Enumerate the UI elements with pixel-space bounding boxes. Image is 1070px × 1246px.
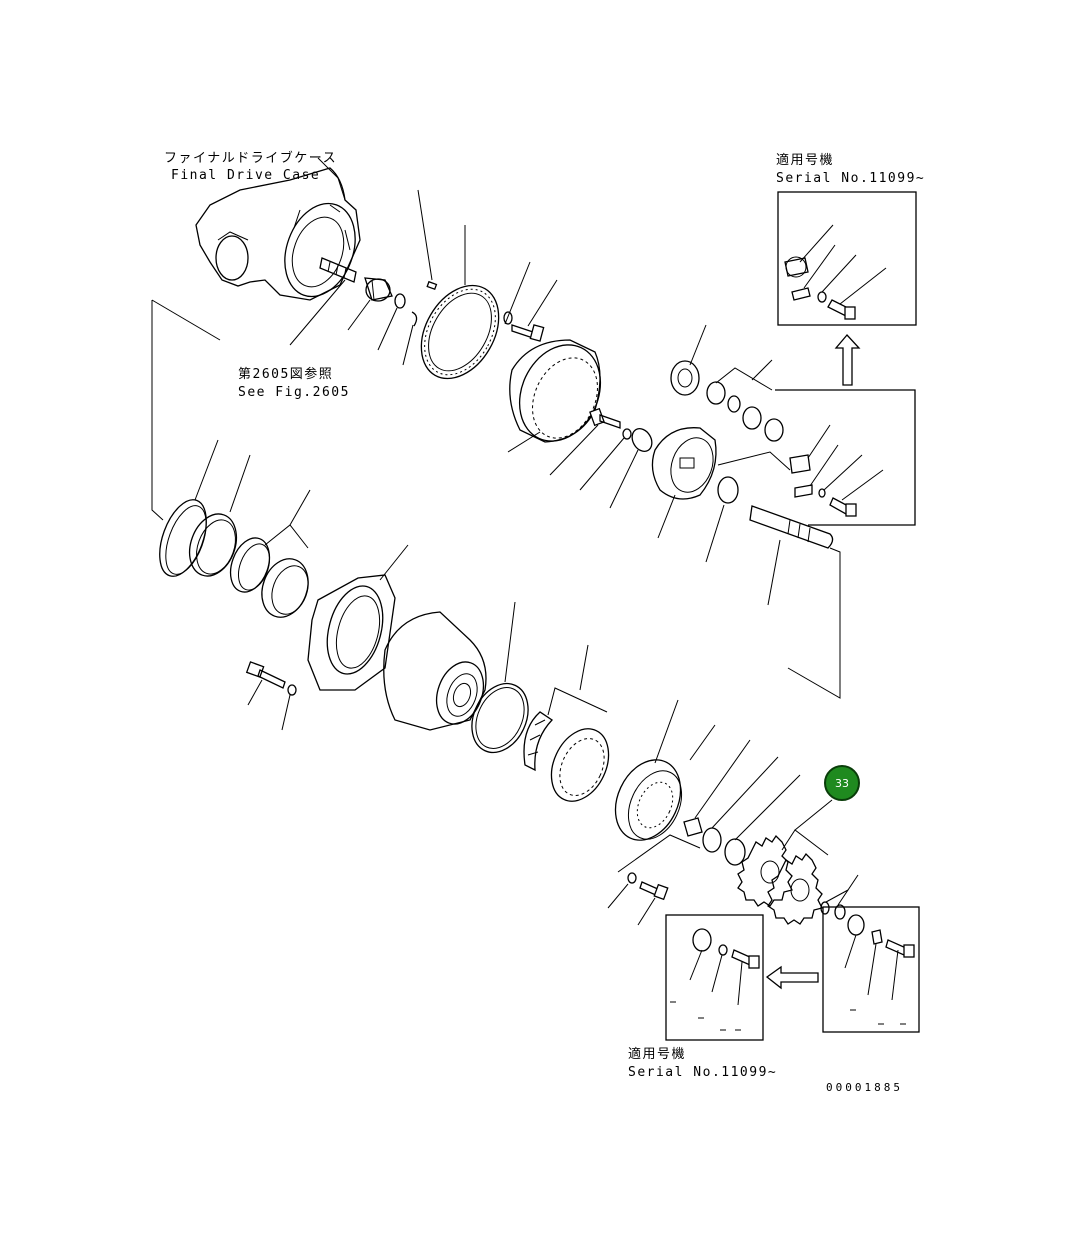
final-drive-case-label-jp: ファイナルドライブケース — [164, 151, 338, 166]
thrust-washer — [631, 428, 653, 452]
planet-carrier — [651, 427, 717, 500]
reduction-housing — [383, 611, 487, 731]
washer — [503, 311, 513, 325]
bearing-cup — [702, 827, 722, 853]
input-shaft — [319, 257, 357, 283]
bolt — [511, 324, 545, 342]
ring-gear — [420, 284, 500, 380]
final-drive-case-label-en: Final Drive Case — [171, 168, 321, 183]
retainer-bolt — [639, 881, 669, 901]
sun-shaft — [749, 505, 834, 549]
seal-rings — [159, 499, 309, 618]
needle-bearing — [364, 277, 393, 302]
sprocket-pair — [737, 834, 823, 925]
leader-line — [289, 279, 346, 346]
drawing-number: 00001885 — [826, 1081, 903, 1094]
serial-label-bottom-jp: 適用号機 — [628, 1047, 687, 1062]
serial-label-top-en: Serial No.11099~ — [776, 171, 926, 186]
arrow-up-icon — [834, 334, 861, 386]
hub-bolt — [245, 661, 286, 689]
o-ring — [471, 682, 529, 754]
serial-detail-box-bottom — [665, 914, 764, 1041]
planet-gear — [670, 360, 700, 396]
sun-bearing — [717, 476, 739, 504]
spacer — [683, 817, 703, 837]
bearing-cone — [724, 838, 746, 866]
arrow-left-icon — [765, 965, 819, 990]
see-fig-label-jp: 第2605図参照 — [238, 367, 334, 382]
serial-label-top-jp: 適用号機 — [776, 153, 835, 168]
planet-bearing — [706, 381, 726, 405]
planet-drum — [509, 339, 602, 443]
thrust-bearing — [523, 711, 610, 802]
serial-label-bottom-en: Serial No.11099~ — [628, 1065, 778, 1080]
main-bearing — [614, 759, 683, 841]
detail-box-bottom-right — [822, 906, 920, 1033]
key — [426, 280, 438, 291]
circlip — [411, 311, 418, 327]
snap-ring — [394, 293, 406, 309]
see-fig-label-en: See Fig.2605 — [238, 385, 350, 400]
detail-box-mid — [717, 389, 916, 526]
serial-detail-box-top — [777, 191, 917, 326]
part-callout-33[interactable]: 33 — [824, 765, 860, 801]
carrier-bolt — [589, 407, 621, 429]
hub-housing — [307, 574, 396, 691]
